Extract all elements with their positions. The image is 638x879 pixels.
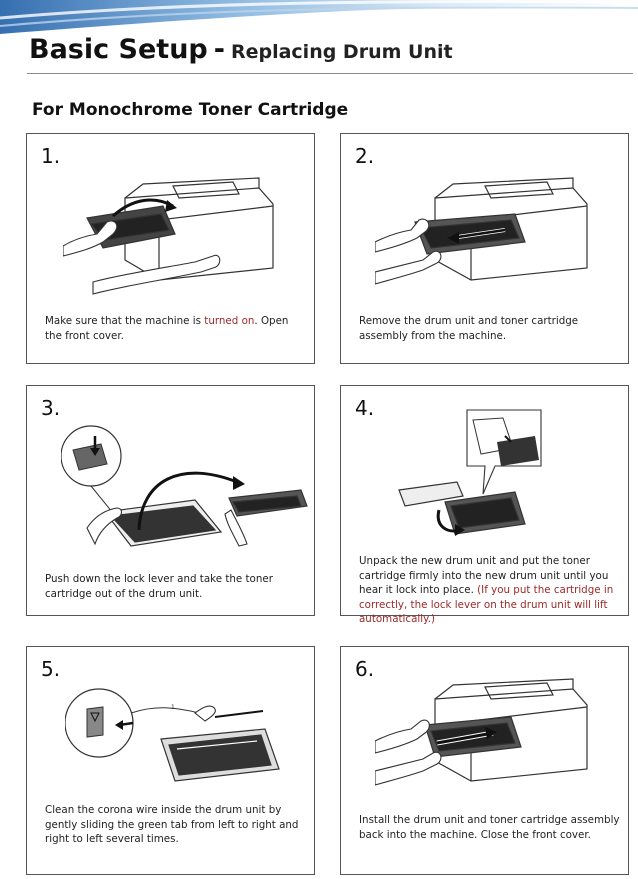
step-number: 3.	[41, 396, 61, 420]
callout-number: 1	[171, 704, 175, 711]
install-drum-illustration	[375, 678, 588, 786]
step-6-panel: 6. Install the drum unit and toner cartr…	[340, 646, 629, 875]
printer-open-cover-illustration	[63, 177, 274, 295]
step-number: 4.	[355, 396, 375, 420]
step-number: 5.	[41, 657, 61, 681]
step-caption: Make sure that the machine is turned on.…	[45, 314, 307, 343]
step-caption: Push down the lock lever and take the to…	[45, 573, 273, 600]
step-caption: Install the drum unit and toner cartridg…	[359, 814, 620, 841]
step-caption: Remove the drum unit and toner cartridge…	[359, 315, 579, 342]
install-toner-new-drum-illustration	[398, 409, 542, 536]
title-main: Basic Setup	[29, 34, 208, 65]
step-4-panel: 4. Unpack the new drum unit and put the …	[340, 385, 629, 625]
step-caption: Unpack the new drum unit and put the ton…	[359, 554, 621, 627]
step-5-panel: 5. 1 Clean the corona wire inside the dr…	[26, 646, 315, 875]
caption-highlight: (If you put the cartridge in correctly, …	[359, 584, 614, 625]
step-number: 2.	[355, 144, 375, 168]
title-divider	[27, 73, 633, 74]
caption-highlight: turned on	[204, 315, 255, 327]
separate-toner-illustration	[61, 425, 308, 547]
step-number: 6.	[355, 657, 375, 681]
step-1-panel: 1. Make sure that the machine is turned …	[26, 133, 315, 364]
title-dash: -	[213, 34, 225, 65]
step-2-panel: 2. Remove the drum unit and toner cartri…	[340, 133, 629, 364]
title-subtitle: Replacing Drum Unit	[230, 41, 453, 63]
section-title: For Monochrome Toner Cartridge	[32, 100, 349, 120]
clean-corona-wire-illustration: 1	[65, 688, 280, 782]
page-title: Basic Setup-Replacing Drum Unit	[29, 34, 453, 65]
step-caption: Clean the corona wire inside the drum un…	[45, 804, 299, 845]
caption-text: Unpack the new drum unit and put the ton…	[359, 555, 609, 596]
step-number: 1.	[41, 144, 61, 168]
caption-text: . Open the front cover.	[45, 315, 289, 342]
printer-remove-drum-illustration	[375, 177, 588, 285]
caption-text: Make sure that the machine is	[45, 315, 205, 327]
step-3-panel: 3. Push down the lock lever and take the…	[26, 385, 315, 616]
header-banner	[0, 0, 638, 42]
